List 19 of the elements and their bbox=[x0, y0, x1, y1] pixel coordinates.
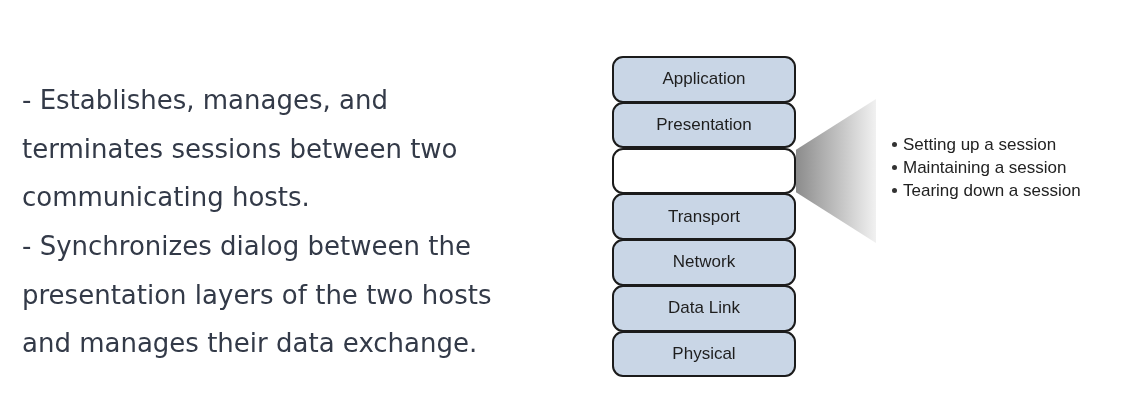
layer-box bbox=[612, 193, 796, 240]
layer-label: Network bbox=[672, 252, 736, 273]
description-text: - Establishes, manages, and terminates sessions between two communicating hosts. bbox=[22, 84, 459, 215]
layer-box bbox=[612, 330, 796, 378]
layer-label: Presentation bbox=[656, 115, 752, 136]
layer-label: Transport bbox=[667, 206, 741, 227]
bullet-item: Maintaining a session bbox=[903, 157, 1067, 178]
layer-label: Data Link bbox=[668, 298, 740, 319]
callout-wedge bbox=[796, 98, 876, 243]
layer-label: Physical bbox=[672, 344, 736, 365]
layer-label: Application bbox=[662, 69, 746, 90]
bullet-item: Tearing down a session bbox=[903, 180, 1081, 201]
bullet-item: Setting up a session bbox=[903, 134, 1057, 155]
blank-layer-box bbox=[612, 147, 796, 195]
layer-box bbox=[612, 56, 796, 103]
layer-box bbox=[612, 285, 796, 332]
description-text: - Synchronizes dialog between the presentation layers of the two hosts and manages their data exchange. bbox=[22, 230, 493, 361]
layer-box bbox=[612, 101, 796, 149]
layer-box bbox=[612, 239, 796, 286]
